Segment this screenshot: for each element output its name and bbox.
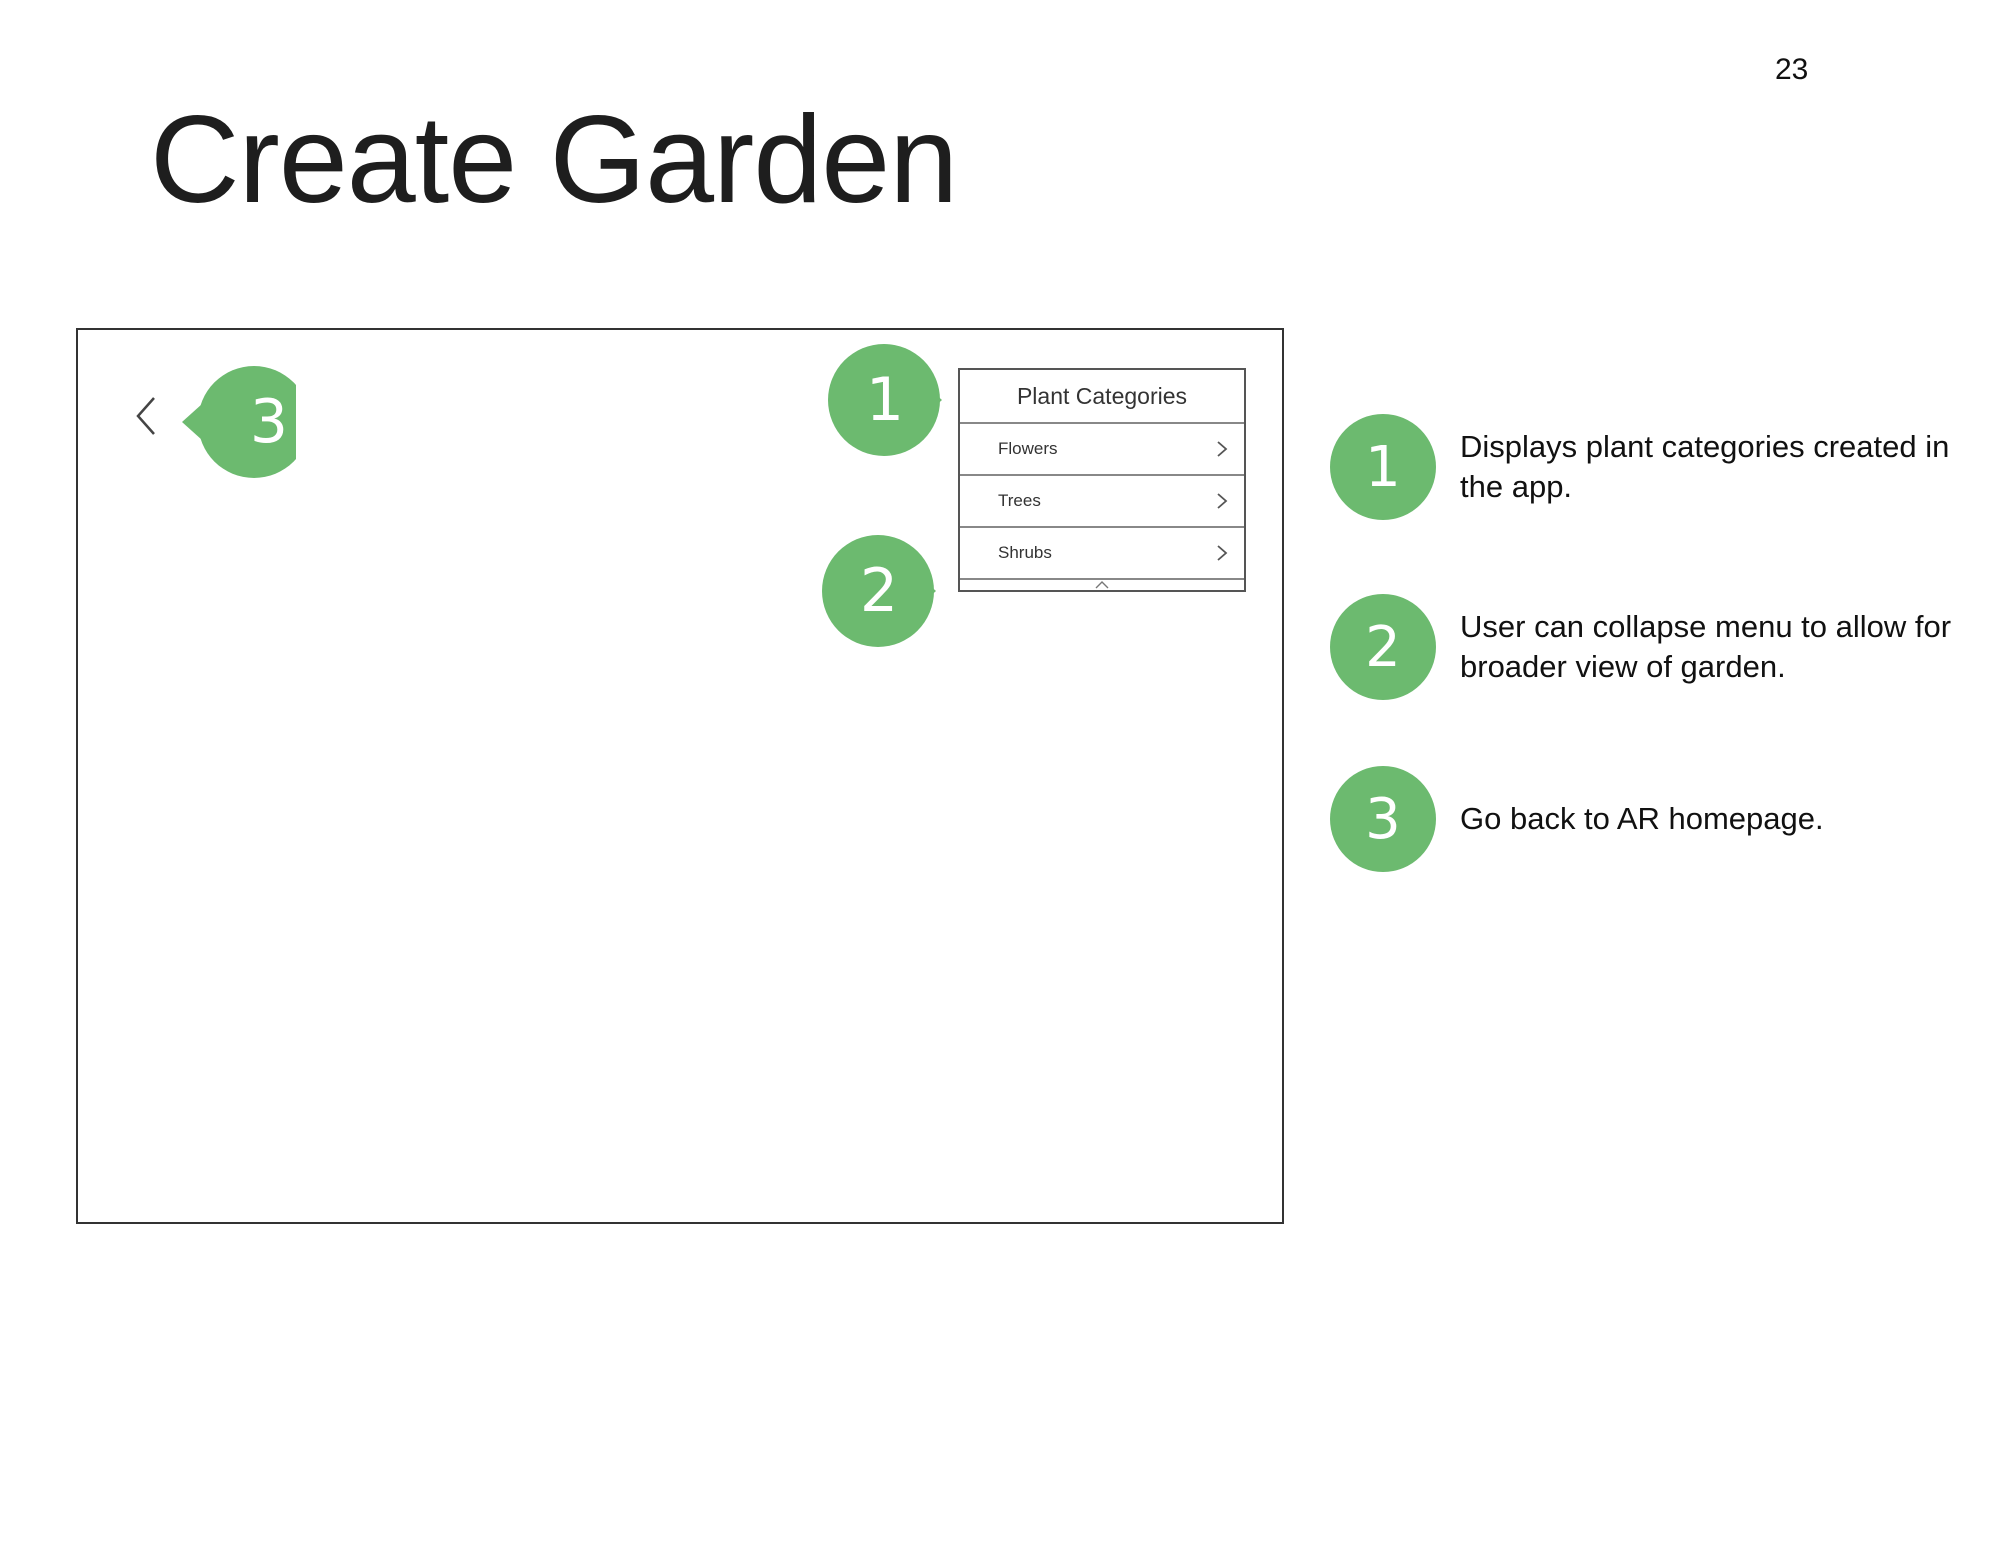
number-circle-icon bbox=[1330, 766, 1436, 872]
legend-item-1: 1 Displays plant categories created in t… bbox=[1330, 414, 1970, 524]
callout-number: 3 bbox=[249, 387, 289, 457]
legend-marker: 1 bbox=[1330, 414, 1436, 520]
legend-number: 2 bbox=[1365, 614, 1401, 680]
page-title: Create Garden bbox=[150, 91, 958, 229]
legend-text: Displays plant categories created in the… bbox=[1460, 429, 1950, 504]
legend-marker: 3 bbox=[1330, 766, 1436, 872]
callout-number: 1 bbox=[865, 365, 905, 435]
menu-collapse-button[interactable] bbox=[960, 580, 1244, 592]
callout-marker-1: 1 bbox=[828, 343, 942, 457]
legend-text: Go back to AR homepage. bbox=[1460, 801, 1824, 836]
menu-item-shrubs[interactable]: Shrubs bbox=[960, 528, 1244, 580]
chevron-left-icon bbox=[136, 397, 155, 435]
callout-bubble-icon bbox=[828, 344, 942, 456]
back-button[interactable] bbox=[130, 394, 166, 438]
legend-number: 3 bbox=[1365, 786, 1401, 852]
number-circle-icon bbox=[1330, 594, 1436, 700]
callout-bubble-icon bbox=[822, 535, 936, 647]
chevron-right-icon bbox=[1217, 493, 1228, 509]
callout-number: 2 bbox=[859, 556, 899, 626]
menu-header: Plant Categories bbox=[960, 370, 1244, 424]
plant-categories-menu: Plant Categories Flowers Trees Shrubs bbox=[958, 368, 1246, 592]
callout-bubble-icon bbox=[182, 366, 296, 478]
menu-item-label: Trees bbox=[998, 491, 1041, 510]
number-circle-icon bbox=[1330, 414, 1436, 520]
legend-text: User can collapse menu to allow for broa… bbox=[1460, 609, 1952, 684]
menu-item-label: Shrubs bbox=[998, 543, 1052, 562]
page-number: 23 bbox=[1775, 53, 1809, 86]
legend-number: 1 bbox=[1365, 434, 1401, 500]
callout-marker-2: 2 bbox=[822, 534, 936, 648]
callout-marker-3: 3 bbox=[182, 365, 296, 479]
chevron-up-icon bbox=[1095, 581, 1109, 589]
legend-marker: 2 bbox=[1330, 594, 1436, 700]
legend-item-2: 2 User can collapse menu to allow for br… bbox=[1330, 594, 1970, 704]
menu-item-flowers[interactable]: Flowers bbox=[960, 424, 1244, 476]
legend-item-3: 3 Go back to AR homepage. bbox=[1330, 766, 1970, 876]
chevron-right-icon bbox=[1217, 441, 1228, 457]
chevron-right-icon bbox=[1217, 545, 1228, 561]
menu-item-label: Flowers bbox=[998, 439, 1058, 458]
menu-item-trees[interactable]: Trees bbox=[960, 476, 1244, 528]
